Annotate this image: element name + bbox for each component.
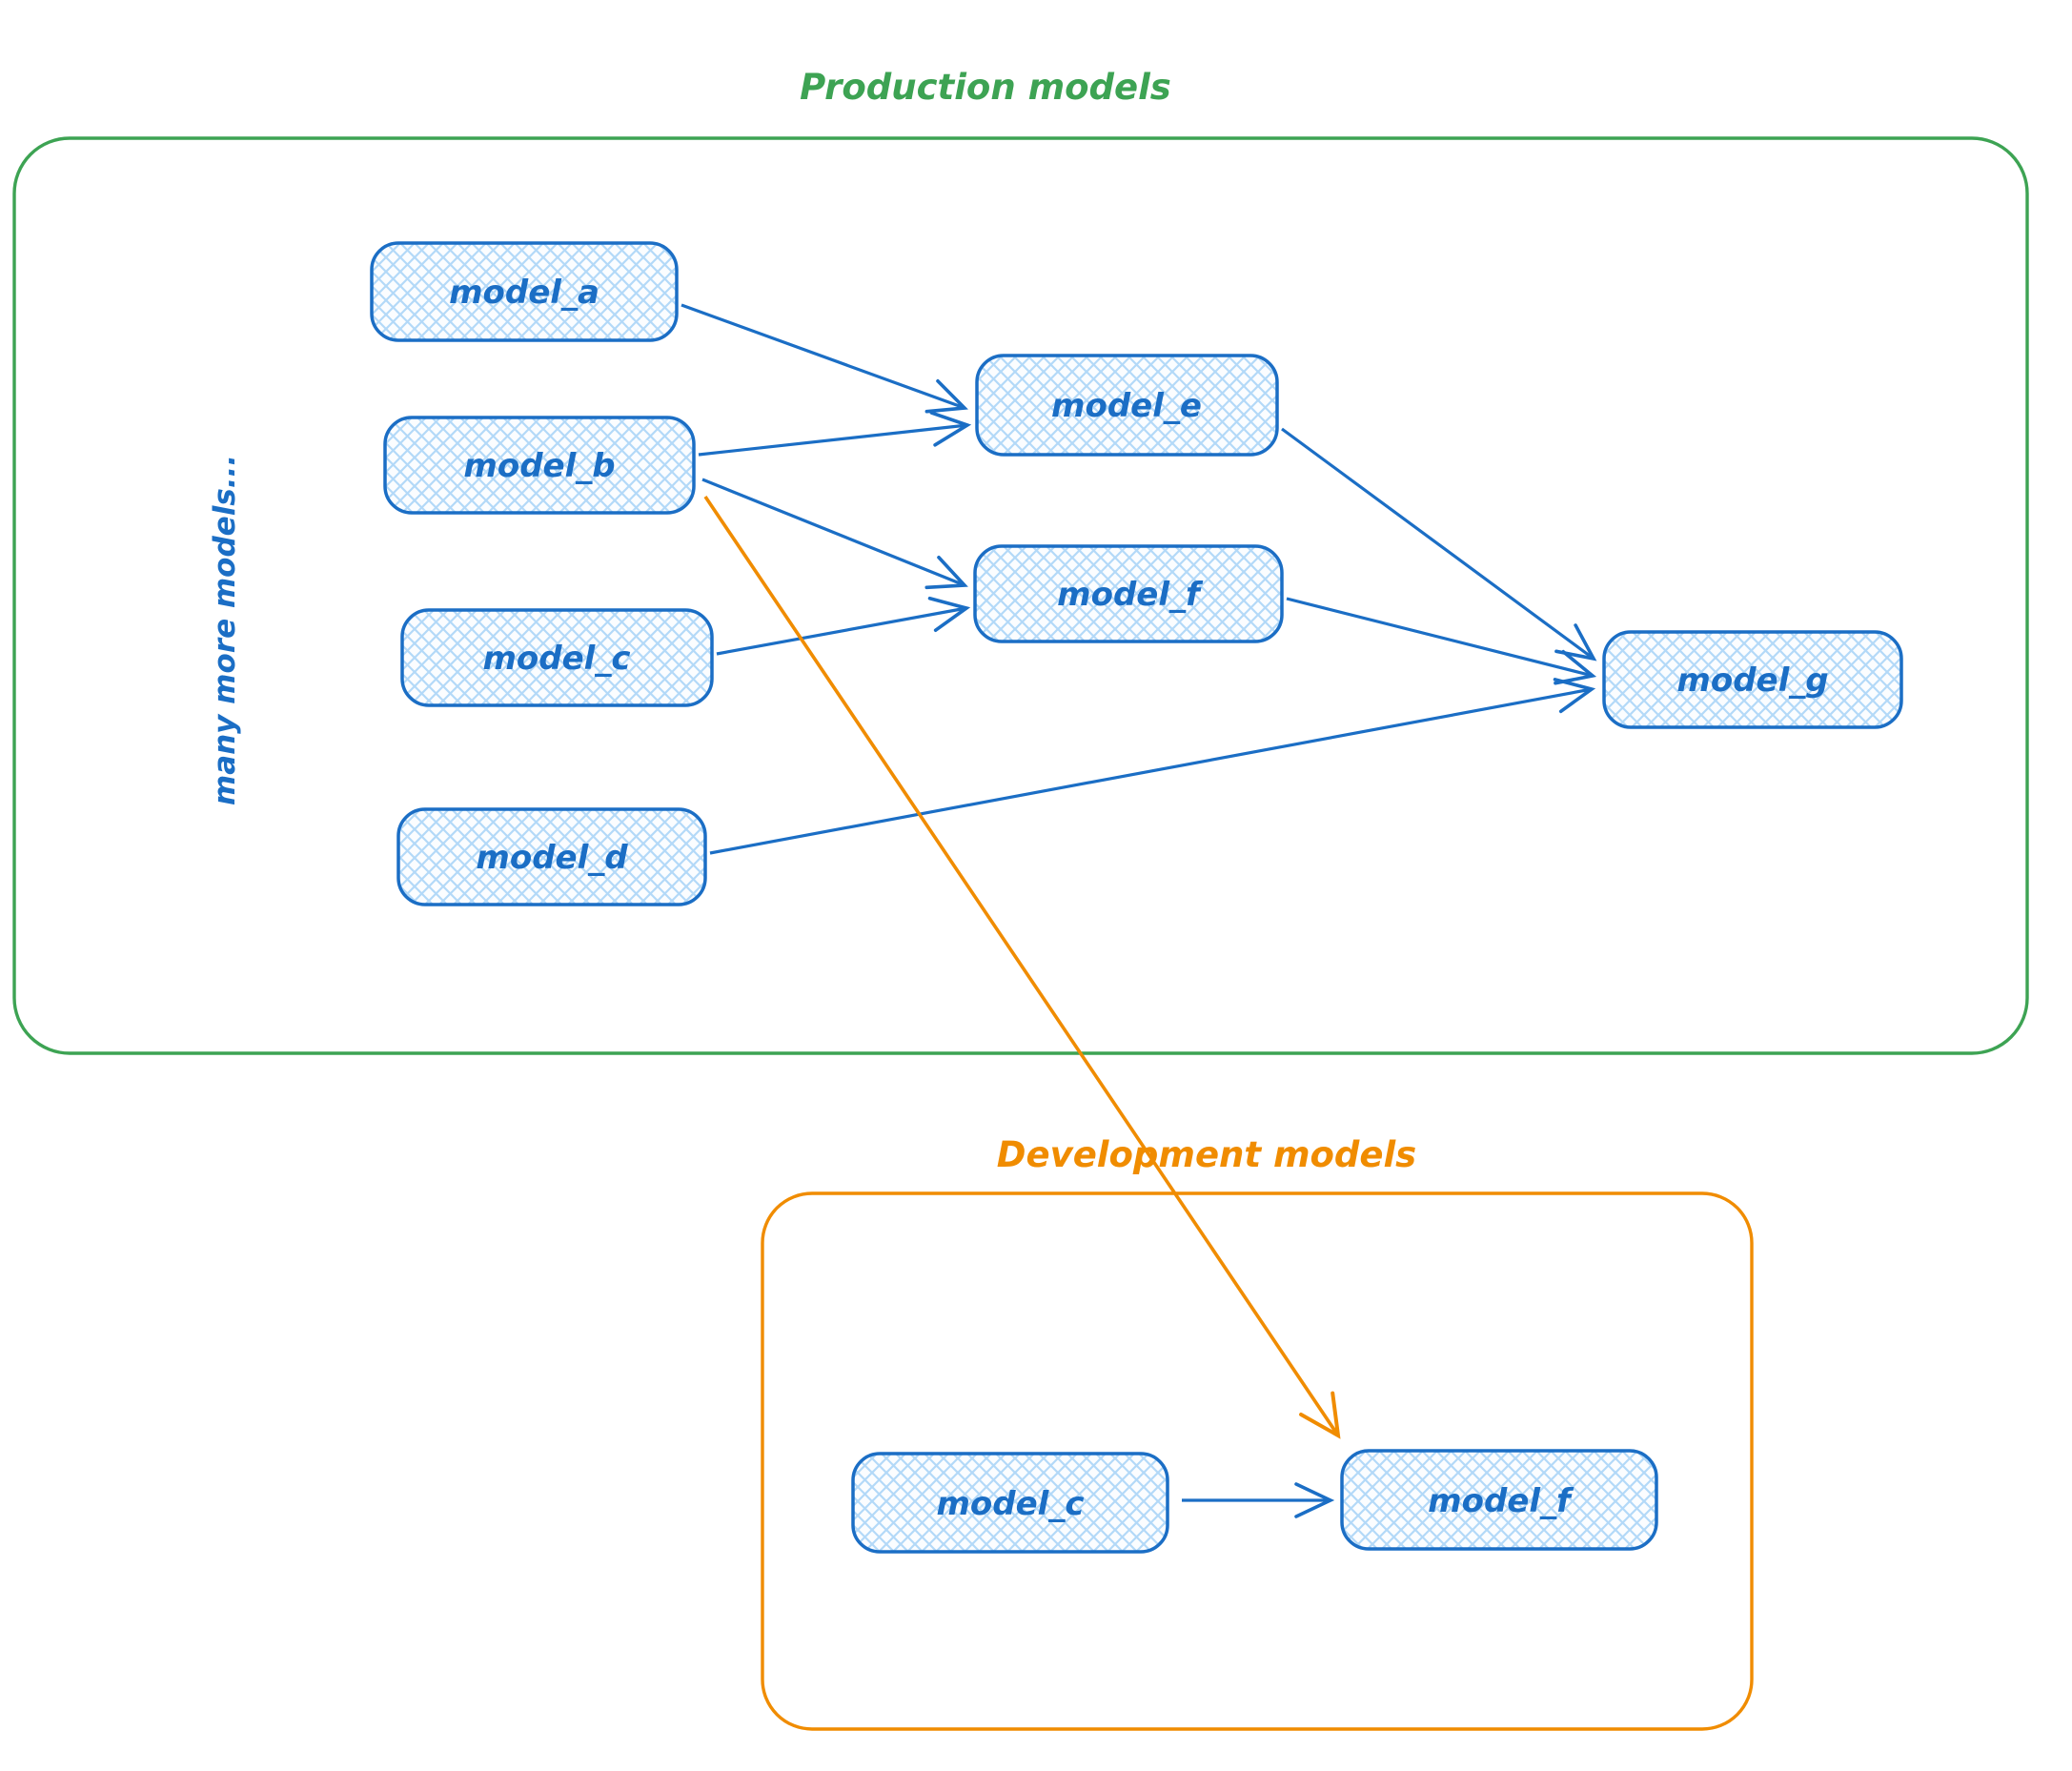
node-model-a[interactable]: model_a [370,241,679,342]
production-frame[interactable] [12,136,2029,1055]
node-model-b[interactable]: model_b [383,416,696,515]
edge-group-production [681,303,1597,855]
edge-model-d-to-model-g[interactable] [709,678,1596,855]
node-dev-model-c-label: model_c [937,1485,1085,1523]
many-more-models-label: many more models... [208,455,242,805]
node-model-d[interactable]: model_d [396,807,707,906]
edge-model-a-to-model-e[interactable] [681,303,968,414]
edge-model-b-to-model-e[interactable] [698,411,972,457]
node-model-c[interactable]: model_c [400,608,714,707]
node-model-e[interactable]: model_e [975,354,1279,457]
node-model-g[interactable]: model_g [1602,630,1903,729]
node-model-a-label: model_a [449,274,599,312]
node-model-b-label: model_b [463,447,615,485]
edge-model-b-to-dev-model-f[interactable] [703,495,1341,1439]
development-frame-title: Development models [997,1134,1416,1175]
production-frame-title: Production models [800,67,1171,108]
node-dev-model-f-label: model_f [1428,1482,1574,1520]
development-frame[interactable] [761,1191,1754,1731]
edge-model-b-to-model-f[interactable] [701,478,968,590]
node-model-f[interactable]: model_f [973,544,1284,643]
node-model-e-label: model_e [1051,387,1202,425]
node-model-d-label: model_d [476,839,628,877]
edge-model-f-to-model-g[interactable] [1286,597,1597,685]
node-dev-model-f[interactable]: model_f [1340,1449,1658,1551]
edge-model-e-to-model-g[interactable] [1281,427,1597,662]
node-model-g-label: model_g [1676,662,1828,700]
node-model-f-label: model_f [1057,576,1204,614]
node-model-c-label: model_c [483,640,631,678]
node-dev-model-c[interactable]: model_c [851,1452,1169,1554]
edge-model-c-to-model-f[interactable] [716,596,971,656]
